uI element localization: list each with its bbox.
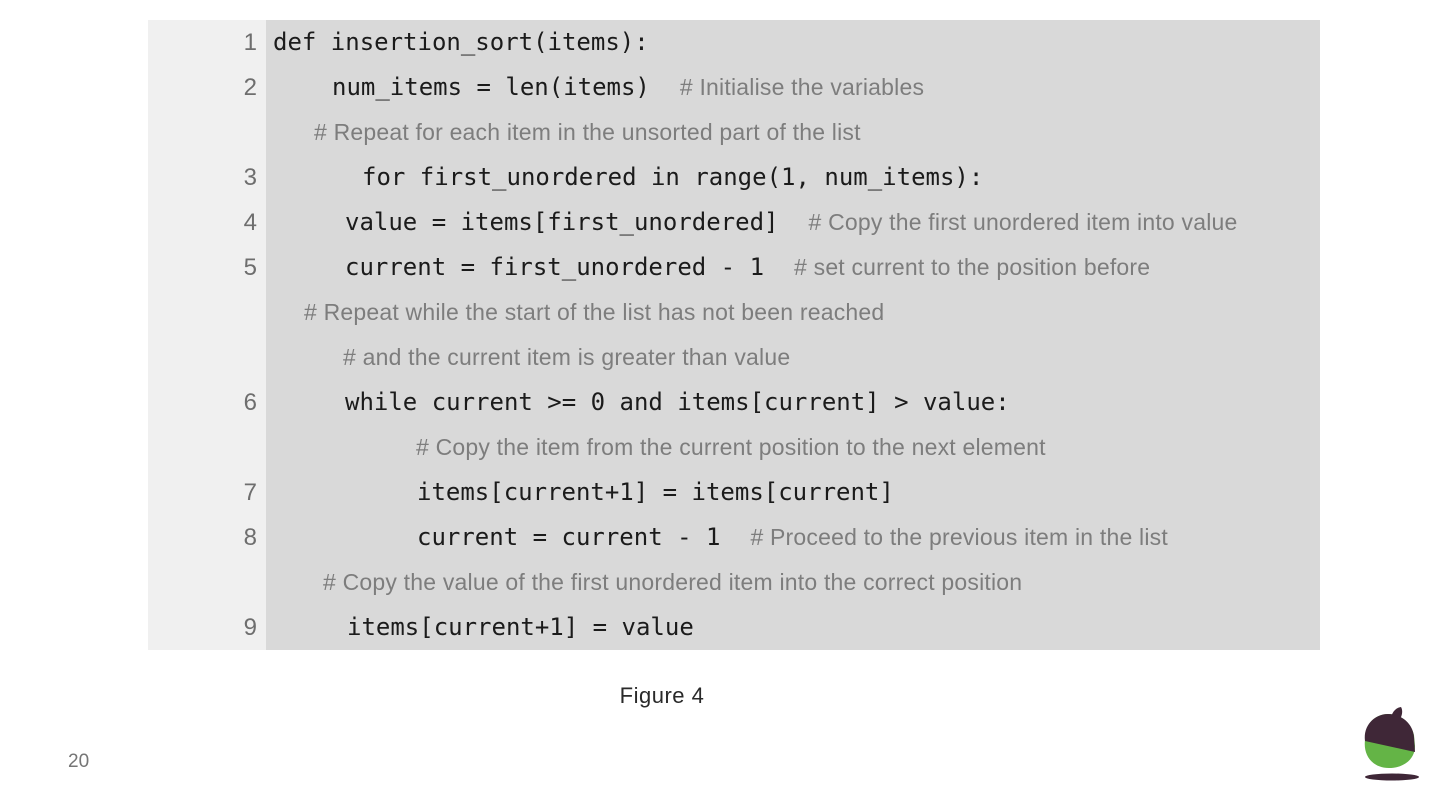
line-number: 9	[148, 605, 266, 650]
line-number: 4	[148, 200, 266, 245]
comment-text: # Copy the item from the current positio…	[416, 434, 1046, 460]
code-text: current = current - 1	[417, 523, 721, 551]
code-line: # Repeat for each item in the unsorted p…	[266, 110, 1320, 155]
code-line: items[current+1] = value	[266, 605, 1320, 650]
code-text: while current >= 0 and items[current] > …	[345, 388, 1010, 416]
code-line: while current >= 0 and items[current] > …	[266, 380, 1320, 425]
line-number: 6	[148, 380, 266, 425]
acorn-icon	[1364, 707, 1419, 781]
code-line: num_items = len(items) # Initialise the v…	[266, 65, 1320, 110]
code-text: current = first_unordered - 1	[345, 253, 765, 281]
code-line: # Copy the value of the first unordered …	[266, 560, 1320, 605]
code-row: # and the current item is greater than v…	[148, 335, 1320, 380]
line-number: 3	[148, 155, 266, 200]
line-number: 5	[148, 245, 266, 290]
code-row: 9 items[current+1] = value	[148, 605, 1320, 650]
code-text: value = items[first_unordered]	[345, 208, 779, 236]
code-text: num_items = len(items)	[332, 73, 650, 101]
code-line: # Copy the item from the current positio…	[266, 425, 1320, 470]
code-line: # and the current item is greater than v…	[266, 335, 1320, 380]
code-row: 4 value = items[first_unordered] # Copy th…	[148, 200, 1320, 245]
inline-comment: # Proceed to the previous item in the li…	[750, 524, 1168, 550]
code-line: items[current+1] = items[current]	[266, 470, 1320, 515]
code-row: # Copy the value of the first unordered …	[148, 560, 1320, 605]
code-line: current = current - 1 # Proceed to the pr…	[266, 515, 1320, 560]
code-line: value = items[first_unordered] # Copy the…	[266, 200, 1320, 245]
code-row: 7 items[current+1] = items[current]	[148, 470, 1320, 515]
code-row: 3 for first_unordered in range(1, num_ite…	[148, 155, 1320, 200]
code-text: items[current+1] = value	[347, 613, 694, 641]
code-text: for first_unordered in range(1, num_item…	[362, 163, 984, 191]
figure-caption: Figure 4	[619, 683, 705, 708]
line-number	[148, 560, 266, 605]
line-number	[148, 425, 266, 470]
comment-text: # Repeat while the start of the list has…	[304, 299, 885, 325]
code-row: # Repeat while the start of the list has…	[148, 290, 1320, 335]
code-line: current = first_unordered - 1 # set curre…	[266, 245, 1320, 290]
inline-comment: # Copy the first unordered item into val…	[808, 209, 1238, 235]
inline-comment: # set current to the position before	[794, 254, 1151, 280]
line-number: 2	[148, 65, 266, 110]
comment-text: # and the current item is greater than v…	[343, 344, 791, 370]
oak-logo	[1350, 705, 1424, 791]
code-row: # Repeat for each item in the unsorted p…	[148, 110, 1320, 155]
code-row: 5 current = first_unordered - 1 # set curr…	[148, 245, 1320, 290]
line-number	[148, 290, 266, 335]
code-text: items[current+1] = items[current]	[417, 478, 894, 506]
line-number: 1	[148, 20, 266, 65]
page-number: 20	[68, 751, 90, 772]
code-line: # Repeat while the start of the list has…	[266, 290, 1320, 335]
comment-text: # Copy the value of the first unordered …	[323, 569, 1023, 595]
line-number: 8	[148, 515, 266, 560]
line-number	[148, 110, 266, 155]
line-number	[148, 335, 266, 380]
code-row: 2 num_items = len(items) # Initialise the …	[148, 65, 1320, 110]
code-line: for first_unordered in range(1, num_item…	[266, 155, 1320, 200]
code-row: 8 current = current - 1 # Proceed to the p…	[148, 515, 1320, 560]
code-line: def insertion_sort(items):	[266, 20, 1320, 65]
line-number: 7	[148, 470, 266, 515]
comment-text: # Repeat for each item in the unsorted p…	[314, 119, 861, 145]
inline-comment: # Initialise the variables	[679, 74, 925, 100]
code-row: # Copy the item from the current positio…	[148, 425, 1320, 470]
code-text: def insertion_sort(items):	[273, 28, 649, 56]
code-row: 6 while current >= 0 and items[current] >…	[148, 380, 1320, 425]
